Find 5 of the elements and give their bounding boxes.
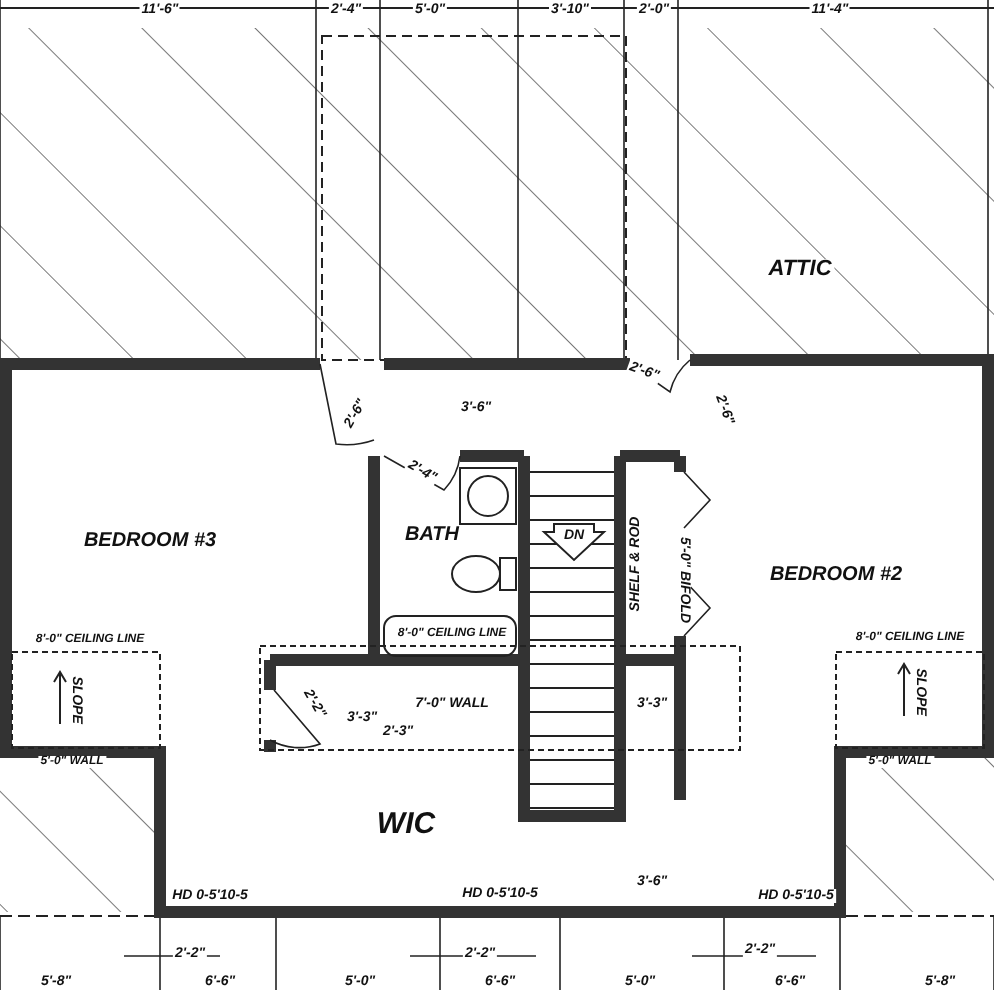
room-label: ATTIC — [766, 259, 834, 281]
room-label: BATH — [402, 526, 462, 546]
room-label: BEDROOM #3 — [81, 532, 219, 552]
room-label: BEDROOM #2 — [767, 566, 905, 586]
room-label: WIC — [374, 809, 438, 839]
